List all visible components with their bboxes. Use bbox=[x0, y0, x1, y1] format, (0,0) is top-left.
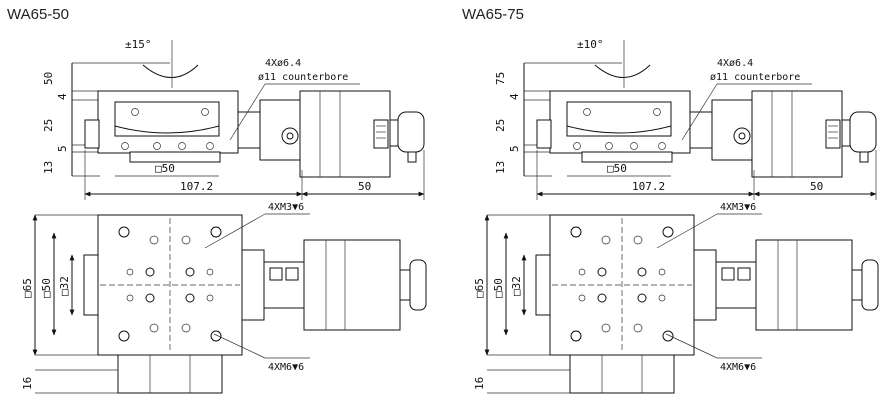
left-square-32: □32 bbox=[58, 276, 71, 296]
right-angle-label: ±10° bbox=[577, 38, 604, 51]
left-hole-note: 4Xø6.4 bbox=[265, 58, 301, 69]
right-drawing-title: WA65-75 bbox=[462, 6, 524, 23]
left-drawing: ±15° 4Xø6.4 ø11 counterbore 50 4 25 5 13… bbox=[21, 38, 426, 393]
right-hole-note: 4Xø6.4 bbox=[717, 58, 753, 69]
left-dim-25: 25 bbox=[42, 119, 55, 132]
left-angle-label: ±15° bbox=[125, 38, 152, 51]
right-dim-5: 5 bbox=[508, 145, 521, 152]
right-square-50: □50 bbox=[607, 162, 627, 175]
right-dim-motor: 50 bbox=[810, 180, 823, 193]
right-counterbore-note: ø11 counterbore bbox=[710, 72, 800, 83]
left-dim-5: 5 bbox=[56, 145, 69, 152]
right-tap-m3: 4XM3▼6 bbox=[720, 202, 756, 213]
left-square-50: □50 bbox=[155, 162, 175, 175]
left-dim-50: 50 bbox=[42, 72, 55, 85]
right-dim-13: 13 bbox=[494, 161, 507, 174]
right-dim-25: 25 bbox=[494, 119, 507, 132]
left-counterbore-note: ø11 counterbore bbox=[258, 72, 348, 83]
left-tap-m3: 4XM3▼6 bbox=[268, 202, 304, 213]
right-square-65: □65 bbox=[473, 278, 486, 298]
right-dim-4: 4 bbox=[508, 93, 521, 100]
left-dim-4: 4 bbox=[56, 93, 69, 100]
left-dim-1072: 107.2 bbox=[180, 180, 213, 193]
right-tap-m6: 4XM6▼6 bbox=[720, 362, 756, 373]
left-tap-m6: 4XM6▼6 bbox=[268, 362, 304, 373]
left-square-65: □65 bbox=[21, 278, 34, 298]
right-dim-1072: 107.2 bbox=[632, 180, 665, 193]
right-drawing: ±10° 4Xø6.4 ø11 counterbore 75 4 25 5 13… bbox=[473, 38, 878, 393]
right-dim-75: 75 bbox=[494, 72, 507, 85]
left-dim-13: 13 bbox=[42, 161, 55, 174]
right-square-50-side: □50 bbox=[492, 278, 505, 298]
left-dim-16: 16 bbox=[21, 377, 34, 390]
left-drawing-title: WA65-50 bbox=[7, 6, 69, 23]
left-dim-motor: 50 bbox=[358, 180, 371, 193]
right-dim-16: 16 bbox=[473, 377, 486, 390]
left-square-50-side: □50 bbox=[40, 278, 53, 298]
right-square-32: □32 bbox=[510, 276, 523, 296]
